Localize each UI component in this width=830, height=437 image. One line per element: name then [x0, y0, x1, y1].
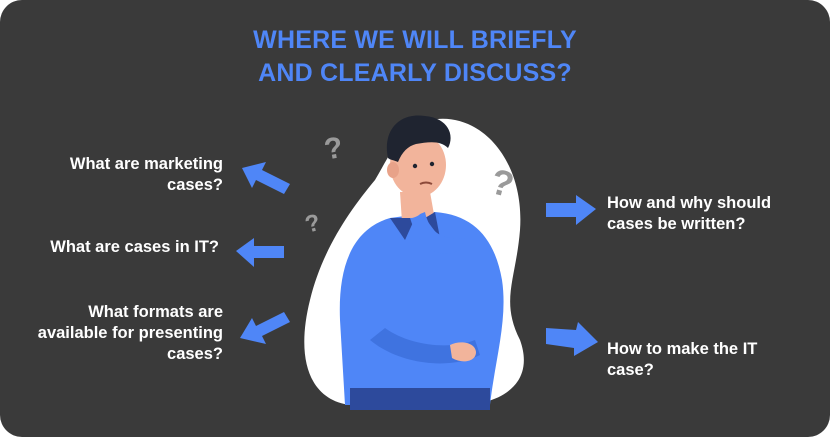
hand [450, 342, 476, 362]
title-line-1: WHERE WE WILL BRIEFLY [253, 26, 577, 54]
question-marketing-cases: What are marketing cases? [30, 154, 223, 196]
mouth [419, 181, 433, 185]
question-mark-icon: ? [302, 209, 323, 236]
trousers [350, 388, 490, 410]
arrow-icon [242, 162, 290, 194]
eye [412, 163, 418, 169]
page-title: WHERE WE WILL BRIEFLY AND CLEARLY DISCUS… [0, 24, 830, 90]
arrow-icon [236, 238, 284, 267]
question-line: cases be written? [607, 215, 746, 233]
question-make-it-case: How to make the IT case? [607, 339, 807, 381]
question-line: cases? [167, 345, 223, 363]
question-line: How to make the IT [607, 340, 758, 358]
title-line-2: AND CLEARLY DISCUSS? [258, 59, 572, 87]
collar [390, 218, 415, 240]
question-mark-icon: ? [488, 160, 518, 202]
question-presentation-formats: What formats are available for presentin… [10, 302, 223, 365]
question-mark-icon: ? [322, 131, 346, 164]
question-line: What are cases in IT? [50, 238, 219, 256]
ear [387, 162, 399, 178]
question-cases-in-it: What are cases in IT? [20, 237, 219, 258]
collar [425, 212, 440, 238]
arrow-icon [240, 312, 290, 344]
question-line: available for presenting [37, 324, 223, 342]
question-line: cases? [167, 176, 223, 194]
svg-text:?: ? [322, 131, 346, 164]
question-line: What are marketing [69, 155, 223, 173]
arrow-icon [546, 322, 598, 356]
arrow-icon [546, 195, 596, 225]
eye [429, 161, 435, 167]
thinking-man-illustration [304, 115, 524, 410]
question-why-write-cases: How and why should cases be written? [607, 193, 807, 235]
question-line: What formats are [88, 303, 223, 321]
hair [386, 115, 451, 162]
arm [410, 212, 465, 254]
question-line: How and why should [607, 194, 772, 212]
svg-text:?: ? [302, 209, 323, 236]
hand [401, 197, 426, 218]
question-line: case? [607, 361, 654, 379]
svg-text:?: ? [488, 160, 518, 202]
